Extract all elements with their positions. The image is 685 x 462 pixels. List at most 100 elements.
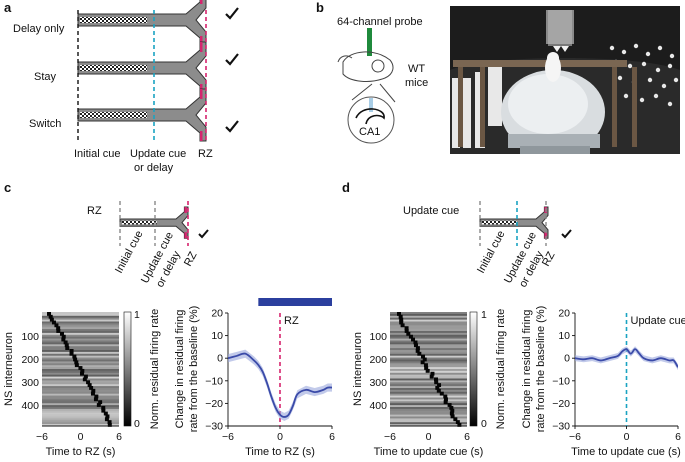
heatmap-peak-cell bbox=[434, 380, 439, 385]
mouse-head-sketch bbox=[337, 51, 396, 103]
heatmap-row bbox=[42, 382, 119, 385]
heatmap-row bbox=[42, 348, 119, 351]
heatmap-row bbox=[42, 338, 119, 341]
heatmap-peak-cell bbox=[422, 357, 427, 362]
heatmap-row bbox=[390, 403, 467, 406]
heatmap-row bbox=[42, 363, 119, 366]
heatmap-peak-cell bbox=[424, 366, 429, 370]
heatmap-peak-cell bbox=[74, 363, 79, 368]
heatmap-peak-cell bbox=[404, 326, 409, 331]
heatmap-row bbox=[42, 319, 119, 322]
heatmap-row bbox=[42, 416, 119, 419]
heatmap-peak-cell bbox=[105, 414, 110, 419]
heatmap-row bbox=[390, 376, 467, 379]
heatmap-d: −6 0 6 100 200 300 400 Time to update cu… bbox=[352, 309, 507, 458]
heatmap-row bbox=[42, 412, 119, 415]
probe-shank bbox=[367, 28, 372, 56]
reward-zone bbox=[184, 207, 187, 213]
panel-a-label: a bbox=[4, 0, 12, 15]
y-tick-label: −10 bbox=[205, 375, 223, 387]
panel-c-label: c bbox=[4, 180, 11, 195]
heatmap-row bbox=[390, 420, 467, 423]
heatmap-row bbox=[42, 332, 119, 336]
cue-segment bbox=[482, 220, 517, 225]
colorbar-max: 1 bbox=[481, 309, 487, 321]
x-tick-label: −6 bbox=[384, 431, 396, 443]
reward-zone bbox=[184, 232, 187, 239]
reward-zone bbox=[200, 89, 203, 99]
heatmap-row bbox=[390, 397, 467, 400]
panel-a-rows: Delay only Stay Switch bbox=[13, 0, 207, 142]
heatmap-row bbox=[42, 357, 119, 360]
heatmap-peak-cell bbox=[56, 326, 61, 331]
panel-d-label: d bbox=[342, 180, 350, 195]
heatmap-row bbox=[42, 376, 119, 379]
heatmap-row bbox=[42, 397, 119, 400]
label-initial-cue: Initial cue bbox=[475, 229, 507, 276]
heatmap-peak-cell bbox=[396, 312, 401, 316]
heatmap-peak-cell bbox=[457, 423, 462, 427]
heatmap-row bbox=[390, 334, 467, 337]
heatmap-row bbox=[390, 325, 467, 328]
heatmap-row bbox=[390, 313, 467, 317]
heatmap-row bbox=[42, 329, 119, 332]
heatmap-c-y-ticks: 100 200 300 400 bbox=[21, 331, 39, 412]
heatmap-row bbox=[390, 374, 467, 377]
heatmap-peak-cell bbox=[78, 366, 83, 370]
heatmap-row bbox=[390, 405, 467, 408]
y-tick-label: 100 bbox=[369, 331, 387, 343]
heatmap-peak-cell bbox=[447, 403, 452, 407]
heatmap-peak-cell bbox=[425, 368, 430, 373]
track-delay-only bbox=[77, 0, 207, 47]
heatmap-peak-cell bbox=[450, 414, 455, 419]
check-icon bbox=[225, 120, 239, 133]
heatmap-row bbox=[42, 422, 119, 425]
y-tick-label: 100 bbox=[21, 331, 39, 343]
heatmap-peak-cell bbox=[404, 329, 409, 333]
heatmap-row bbox=[390, 410, 467, 413]
heatmap-peak-cell bbox=[439, 391, 444, 396]
heatmap-row bbox=[390, 414, 467, 417]
heatmap-peak-cell bbox=[47, 312, 52, 316]
heatmap-row bbox=[390, 391, 467, 394]
heatmap-peak-cell bbox=[89, 386, 94, 390]
track-stay bbox=[77, 41, 207, 95]
row-label-delay-only: Delay only bbox=[13, 23, 65, 35]
heatmap-peak-cell bbox=[420, 360, 425, 365]
heatmap-row bbox=[390, 351, 467, 355]
heatmap-peak-cell bbox=[101, 405, 106, 410]
heatmap-row bbox=[390, 332, 467, 336]
x-tick-label: −6 bbox=[569, 431, 581, 443]
significance-bar bbox=[258, 298, 332, 306]
heatmap-d-y-ticks: 100 200 300 400 bbox=[369, 331, 387, 412]
heatmap-peak-cell bbox=[63, 340, 68, 345]
heatmap-row bbox=[390, 416, 467, 419]
rz-event-label: RZ bbox=[284, 315, 299, 327]
row-label-stay: Stay bbox=[34, 71, 57, 83]
reward-zone bbox=[200, 42, 203, 52]
x-tick-label: 6 bbox=[116, 431, 122, 443]
x-tick-label: −6 bbox=[222, 431, 234, 443]
heatmap-row bbox=[390, 315, 467, 318]
cue-segment bbox=[80, 17, 147, 23]
heatmap-row bbox=[42, 317, 119, 320]
x-tick-label: 0 bbox=[426, 431, 432, 443]
y-tick-label: 400 bbox=[21, 400, 39, 412]
line-c-ylabel-1: Change in residual firing bbox=[174, 310, 186, 429]
check-icon bbox=[561, 229, 572, 239]
heatmap-row bbox=[42, 374, 119, 377]
heatmap-peak-cell bbox=[59, 331, 64, 336]
label-initial-cue: Initial cue bbox=[74, 148, 120, 160]
heatmap-peak-cell bbox=[61, 334, 66, 339]
check-icon bbox=[225, 7, 239, 20]
heatmap-row bbox=[42, 342, 119, 345]
reward-zone bbox=[544, 232, 547, 239]
heatmap-row bbox=[42, 410, 119, 413]
heatmap-row bbox=[390, 321, 467, 324]
heatmap-row bbox=[42, 401, 119, 404]
ca1-label: CA1 bbox=[359, 126, 380, 138]
heatmap-row bbox=[390, 388, 467, 391]
